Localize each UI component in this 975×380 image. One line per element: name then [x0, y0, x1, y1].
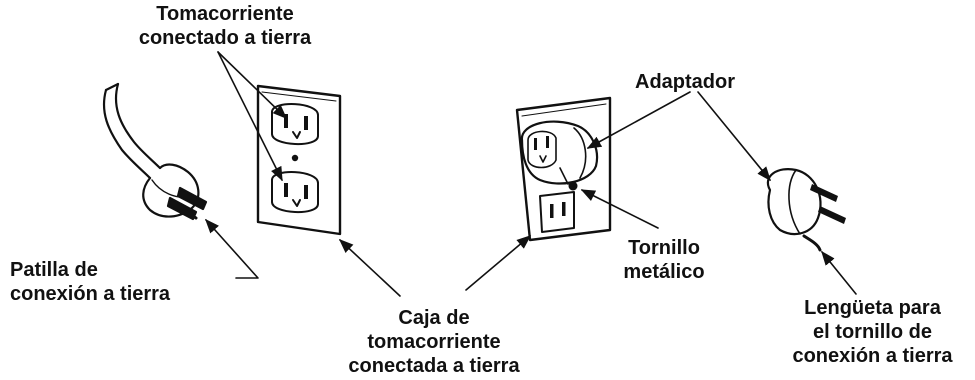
label-metal-screw-line2: metálico: [623, 261, 705, 283]
duplex-outlet: [256, 84, 342, 236]
grounding-pin: [182, 208, 198, 220]
adapter: [766, 168, 846, 252]
label-grounding-tab-line1: Lengüeta para: [804, 297, 941, 319]
label-grounding-tab-line3: conexión a tierra: [792, 345, 953, 367]
label-grounding-tab-line2: el tornillo de: [813, 321, 932, 343]
label-grounding-prong-line2: conexión a tierra: [10, 283, 171, 305]
callout-arrows: [205, 51, 857, 297]
adapter-prong-top: [810, 184, 838, 202]
label-grounded-box: Caja de tomacorriente conectada a tierra: [334, 306, 534, 378]
label-grounding-tab: Lengüeta para el tornillo de conexión a …: [775, 296, 970, 368]
adapter-prong-bottom: [818, 206, 846, 224]
label-grounding-prong: Patilla de conexión a tierra: [10, 258, 240, 306]
label-grounded-box-line2: tomacorriente: [367, 331, 501, 353]
outlet-receptacle-bottom: [271, 171, 319, 214]
plug-prong-top: [176, 186, 208, 211]
label-grounded-box-line3: conectada a tierra: [348, 355, 520, 377]
outlet-receptacle-top: [271, 103, 319, 146]
label-grounded-box-line1: Caja de: [398, 307, 470, 329]
outlet-with-adapter: [515, 96, 612, 242]
label-adapter-text: Adaptador: [635, 71, 735, 93]
grounding-tab: [802, 234, 822, 252]
label-grounded-outlet: Tomacorriente conectado a tierra: [100, 2, 350, 50]
outlet-center-screw: [291, 154, 299, 162]
label-adapter: Adaptador: [620, 70, 750, 94]
label-metal-screw: Tornillo metálico: [604, 236, 724, 284]
lower-receptacle: [539, 191, 575, 233]
label-grounding-prong-line1: Patilla de: [10, 259, 98, 281]
label-metal-screw-line1: Tornillo: [628, 237, 700, 259]
metal-screw: [568, 181, 578, 191]
grounded-plug: [102, 82, 208, 221]
label-grounded-outlet-line1: Tomacorriente: [156, 3, 294, 25]
label-grounded-outlet-line2: conectado a tierra: [138, 27, 312, 49]
